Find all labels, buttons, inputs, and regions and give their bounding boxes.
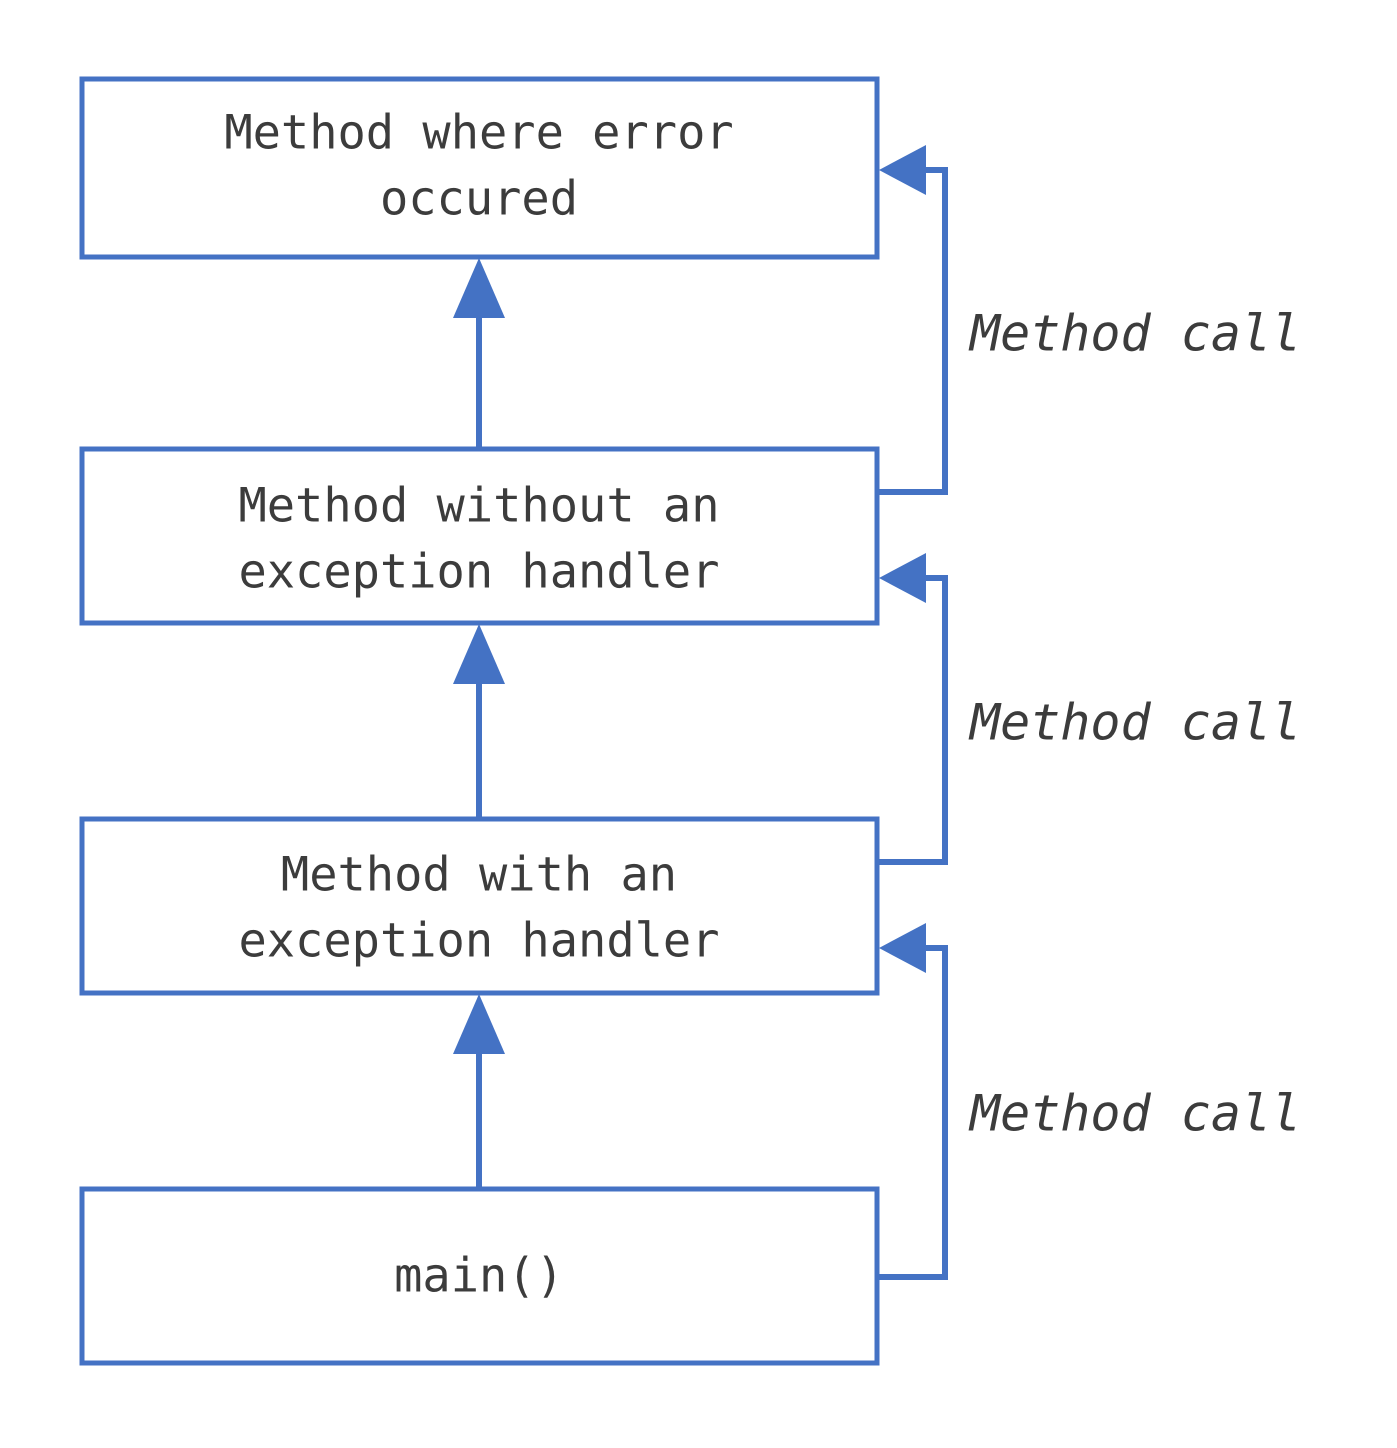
propagation-arrow-2 — [453, 624, 505, 819]
method-call-edge-1[interactable]: Method call — [877, 145, 1301, 495]
node-error-method-label-line1: Method where error — [224, 106, 733, 161]
propagation-arrow-3 — [453, 994, 505, 1189]
propagation-arrow-2-head — [453, 624, 505, 684]
node-main-method-label: main() — [394, 1249, 564, 1304]
method-call-edge-1-label: Method call — [968, 305, 1301, 363]
method-call-edge-2-arrowhead — [879, 553, 926, 603]
method-call-edge-3[interactable]: Method call — [877, 923, 1301, 1280]
propagation-arrow-1-head — [453, 258, 505, 318]
node-error-method[interactable]: Method where error occured — [79, 76, 880, 260]
method-call-edge-2-label: Method call — [968, 694, 1301, 752]
node-handler-method-label-line2: exception handler — [238, 914, 719, 969]
node-handler-method-label-line1: Method with an — [281, 848, 677, 903]
method-call-edge-3-path — [877, 945, 948, 1280]
method-call-edge-1-arrowhead — [879, 145, 926, 195]
node-no-handler-method-label-line1: Method without an — [238, 479, 719, 534]
method-call-edge-2-path — [877, 575, 948, 865]
node-error-method-label-line2: occured — [380, 172, 578, 227]
method-call-edge-1-path — [877, 167, 948, 495]
node-handler-method[interactable]: Method with an exception handler — [79, 816, 880, 996]
node-main-method[interactable]: main() — [79, 1186, 880, 1366]
method-call-edge-2[interactable]: Method call — [877, 553, 1301, 865]
propagation-arrow-1 — [453, 258, 505, 449]
node-no-handler-method-label-line2: exception handler — [238, 545, 719, 600]
propagation-arrow-3-head — [453, 994, 505, 1054]
method-call-edge-3-label: Method call — [968, 1085, 1301, 1143]
node-no-handler-method[interactable]: Method without an exception handler — [79, 446, 880, 626]
node-no-handler-method-box[interactable] — [79, 446, 880, 626]
method-call-edge-3-arrowhead — [879, 923, 926, 973]
node-error-method-box[interactable] — [79, 76, 880, 260]
